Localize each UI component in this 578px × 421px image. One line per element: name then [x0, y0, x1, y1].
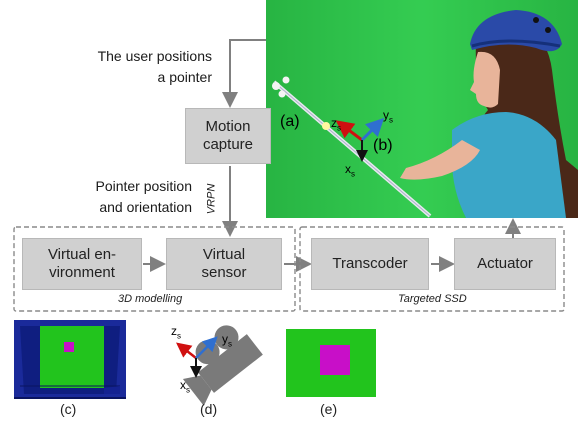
figure-label-c: (c) — [60, 401, 77, 417]
figure-label-e: (e) — [320, 401, 338, 417]
figure-label-d: (d) — [200, 401, 218, 417]
user-positions-line1: The user positions — [97, 48, 212, 64]
virtual-env-line2: vironment — [49, 264, 115, 281]
axis-z-label-photo: zs — [331, 116, 341, 133]
photo-axes — [335, 117, 385, 162]
motion-capture-box: Motion capture — [185, 108, 271, 164]
user-positions-line2: a pointer — [157, 69, 212, 85]
virtual-camera-figure — [176, 325, 263, 406]
pointer-pose-text: Pointer position and orientation — [60, 177, 192, 216]
virtual-env-line1: Virtual en- — [47, 246, 117, 263]
axis-y-label-camera: ys — [222, 332, 232, 349]
axis-x-label-photo: xs — [345, 162, 355, 179]
pointer-pose-line2: and orientation — [99, 199, 192, 215]
motion-capture-line1: Motion — [205, 118, 251, 135]
virtual-room-figure — [14, 320, 126, 399]
axis-z-label-camera: zs — [171, 324, 181, 341]
actuator-box: Actuator — [454, 238, 556, 290]
group-caption-targeted-ssd: Targeted SSD — [398, 293, 467, 305]
group-caption-3d-modelling: 3D modelling — [118, 293, 183, 305]
motion-capture-line2: capture — [202, 136, 254, 153]
sensor-image-figure — [286, 329, 376, 397]
transcoder-label: Transcoder — [332, 255, 408, 272]
actuator-label: Actuator — [477, 255, 533, 272]
photo-label-b: (b) — [373, 137, 393, 154]
pointer-pose-line1: Pointer position — [95, 178, 192, 194]
axis-x-label-camera: xs — [180, 378, 190, 395]
user-positions-text: The user positions a pointer — [70, 47, 212, 86]
virtual-environment-box: Virtual en- vironment — [22, 238, 142, 290]
virtual-sensor-line2: sensor — [201, 264, 247, 281]
transcoder-box: Transcoder — [311, 238, 429, 290]
axis-y-label-photo: ys — [383, 108, 393, 125]
virtual-sensor-box: Virtual sensor — [166, 238, 282, 290]
photo-label-a: (a) — [280, 113, 300, 130]
virtual-sensor-line1: Virtual — [202, 246, 246, 263]
photo-green-screen — [266, 0, 578, 218]
